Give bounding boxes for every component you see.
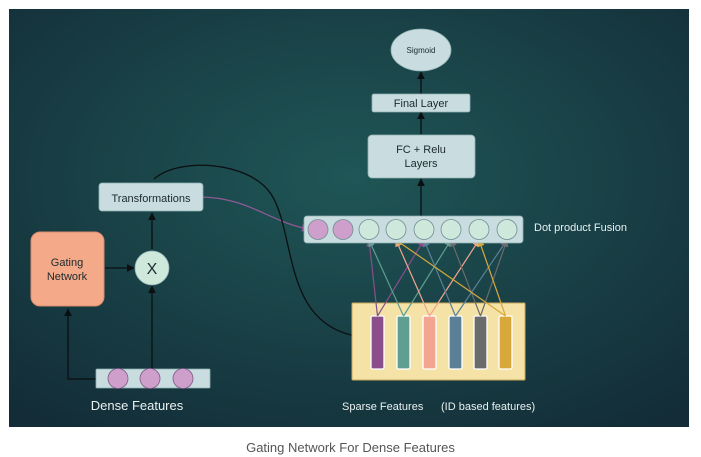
sigmoid-node [390, 28, 452, 72]
gating-network-diagram: Sigmoid Final Layer FC + Relu Layers Dot… [9, 9, 689, 427]
fusion-arrow [479, 239, 509, 317]
transformations-label: Transformations [111, 193, 191, 205]
fusion-arrow [376, 239, 425, 317]
multiply-symbol: X [147, 261, 158, 278]
arrow-transformations-to-sparse [153, 164, 363, 341]
fusion-arrow [477, 239, 507, 317]
sparse-features-note: (ID based features) [441, 401, 535, 413]
diagram-figure: Sigmoid Final Layer FC + Relu Layers Dot… [9, 9, 689, 427]
fusion-arrow [368, 239, 405, 317]
final-layer-label: Final Layer [394, 98, 449, 110]
gating-network-box [30, 231, 105, 307]
dot-product-circle [496, 219, 518, 240]
dense-feature-circle [139, 368, 161, 389]
fusion-arrow [395, 239, 431, 317]
fusion-arrow [423, 239, 457, 317]
fusion-arrow [449, 239, 482, 317]
sparse-feature-bar [396, 315, 411, 370]
fusion-arrow [402, 239, 452, 317]
sparse-feature-bar [370, 315, 385, 370]
dot-product-circle [358, 219, 380, 240]
dense-features-label: Dense Features [91, 398, 184, 413]
fc-relu-box [367, 134, 476, 179]
arrow-transformations-to-dot-product [198, 196, 310, 232]
dot-product-fusion-label: Dot product Fusion [534, 222, 627, 234]
transformations-box [98, 182, 204, 212]
dot-product-circle [332, 219, 354, 240]
fusion-arrow [455, 239, 508, 317]
fusion-arrow [366, 239, 379, 317]
arrow-dense-to-gating [64, 308, 96, 380]
fusion-arrow [395, 239, 506, 317]
sparse-feature-bar [448, 315, 463, 370]
dense-feature-circle [172, 368, 194, 389]
dot-product-circle [307, 219, 329, 240]
sparse-feature-bar [498, 315, 513, 370]
fc-relu-label-line2: Layers [404, 158, 438, 170]
dot-product-circle [440, 219, 462, 240]
final-layer-box [371, 93, 471, 113]
dot-product-circle [385, 219, 407, 240]
multiply-node [134, 250, 170, 286]
fusion-arrow [428, 239, 480, 317]
dot-product-row [303, 215, 524, 244]
dot-product-circle [468, 219, 490, 240]
gating-network-label-line2: Network [47, 271, 88, 283]
fc-relu-label-line1: FC + Relu [396, 144, 446, 156]
figure-caption: Gating Network For Dense Features [246, 440, 455, 455]
dense-feature-circle [107, 368, 129, 389]
sparse-features-label: Sparse Features [342, 401, 424, 413]
gating-network-label-line1: Gating [51, 257, 83, 269]
dot-product-circle [413, 219, 435, 240]
sparse-feature-bar [422, 315, 437, 370]
sparse-feature-bar [473, 315, 488, 370]
sigmoid-label: Sigmoid [407, 46, 436, 55]
